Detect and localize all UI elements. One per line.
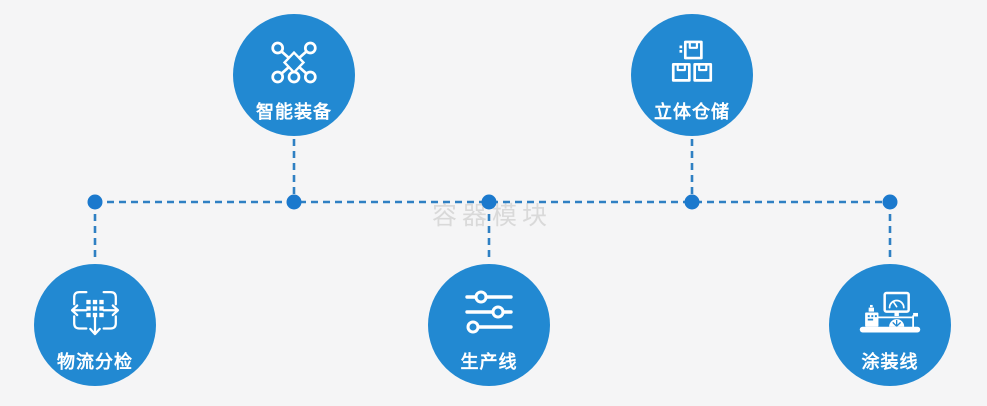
junction-dot [481, 194, 497, 210]
junction-dot [882, 194, 898, 210]
sliders-icon [461, 283, 517, 341]
junction-dot [286, 194, 302, 210]
node-stereo-warehouse: 立体仓储 [631, 14, 753, 136]
node-label: 物流分检 [57, 352, 133, 373]
node-production-line: 生产线 [428, 264, 550, 386]
node-coating-line: 涂装线 [829, 264, 951, 386]
dispatch-arrows-icon [69, 283, 121, 341]
node-label: 立体仓储 [654, 102, 730, 123]
stacked-boxes-icon [667, 33, 717, 91]
node-logistics-sorting: 物流分检 [34, 264, 156, 386]
junction-dot [87, 194, 103, 210]
node-label: 智能装备 [256, 102, 332, 123]
node-label: 涂装线 [861, 352, 919, 373]
node-label: 生产线 [460, 352, 518, 373]
control-station-icon [858, 283, 922, 341]
junction-dot [684, 194, 700, 210]
network-nodes-icon [265, 33, 323, 91]
node-smart-equipment: 智能装备 [233, 14, 355, 136]
